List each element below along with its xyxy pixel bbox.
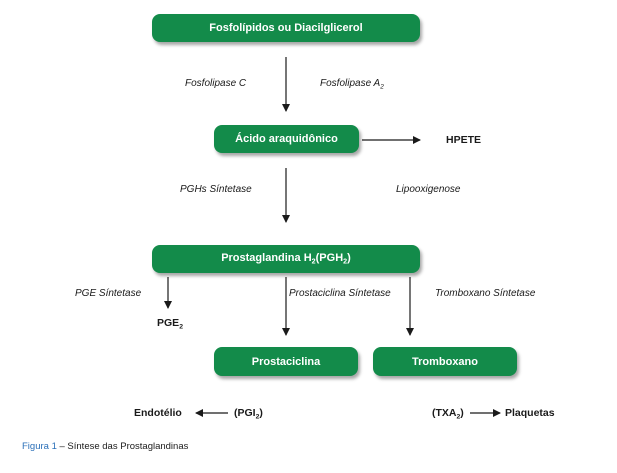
node-thromboxane: Tromboxano: [373, 347, 517, 376]
enzyme-pge-synthetase: PGE Síntetase: [75, 288, 142, 299]
product-pgi2: (PGI2): [234, 407, 263, 421]
node-arachidonic-acid-label: Ácido araquidônico: [235, 133, 338, 145]
product-pge2: PGE2: [157, 317, 183, 331]
target-platelets: Plaquetas: [505, 407, 555, 419]
node-arachidonic-acid: Ácido araquidônico: [214, 125, 359, 153]
node-prostacyclin-label: Prostaciclina: [251, 355, 321, 368]
node-prostacyclin: Prostaciclina: [214, 347, 358, 376]
product-txa2: (TXA2): [432, 407, 464, 421]
node-phospholipids-label: Fosfolípidos ou Diacilglicerol: [209, 22, 363, 34]
node-phospholipids: Fosfolípidos ou Diacilglicerol: [152, 14, 420, 42]
figure-caption: Figura 1 – Síntese das Prostaglandinas: [22, 441, 188, 452]
enzyme-lipoxygenase: Lipooxigenose: [396, 184, 461, 195]
enzyme-phospholipase-c: Fosfolipase C: [185, 78, 247, 89]
figure-caption-text: – Síntese das Prostaglandinas: [56, 441, 189, 452]
node-prostaglandin-h2: Prostaglandina H2(PGH2): [152, 245, 420, 273]
enzyme-prostacyclin-synthetase: Prostaciclina Síntetase: [289, 288, 391, 299]
node-pgh2-label: Prostaglandina H2(PGH2): [221, 252, 351, 266]
product-hpete: HPETE: [446, 134, 482, 146]
target-endothelium: Endotélio: [134, 407, 182, 419]
enzyme-phospholipase-a2: Fosfolipase A2: [320, 78, 384, 91]
enzyme-pgh-synthetase: PGHs Síntetase: [180, 184, 252, 195]
node-thromboxane-label: Tromboxano: [411, 355, 478, 368]
figure-number: Figura 1: [22, 441, 57, 452]
enzyme-thromboxane-synthetase: Tromboxano Síntetase: [435, 288, 536, 299]
